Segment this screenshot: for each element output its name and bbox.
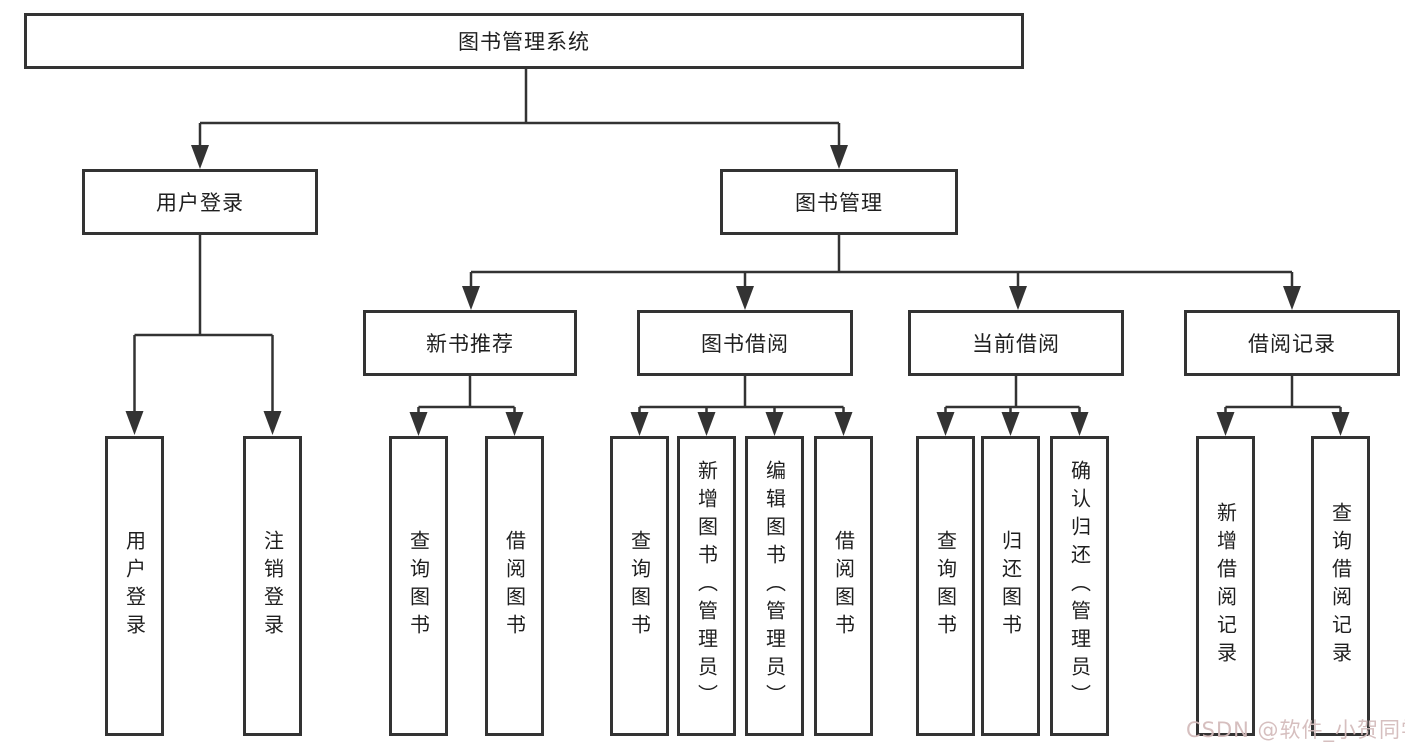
node-user-login: 用户登录 [82, 169, 318, 235]
leaf-user-login: 用户登录 [105, 436, 164, 736]
node-new-book-recommendation-label: 新书推荐 [426, 332, 514, 356]
leaf-borrowing-query-books: 查询图书 [610, 436, 669, 736]
leaf-logout-label: 注销登录 [260, 530, 285, 642]
leaf-logout: 注销登录 [243, 436, 302, 736]
leaf-return-books: 归还图书 [981, 436, 1040, 736]
node-book-borrowing-label: 图书借阅 [701, 332, 789, 356]
node-library-system: 图书管理系统 [24, 13, 1024, 69]
node-user-login-label: 用户登录 [156, 191, 244, 215]
leaf-recommend-borrow-books: 借阅图书 [485, 436, 544, 736]
leaf-add-borrow-record-label: 新增借阅记录 [1213, 502, 1238, 670]
leaf-query-borrow-record-label: 查询借阅记录 [1328, 502, 1353, 670]
leaf-recommend-borrow-books-label: 借阅图书 [502, 530, 527, 642]
node-borrowing-records: 借阅记录 [1184, 310, 1400, 376]
leaf-user-login-label: 用户登录 [122, 530, 147, 642]
leaf-borrowing-query-books-label: 查询图书 [627, 530, 652, 642]
leaf-query-borrow-record: 查询借阅记录 [1311, 436, 1370, 736]
leaf-current-query-books: 查询图书 [916, 436, 975, 736]
arrowheads [125, 145, 1350, 436]
leaf-confirm-return-admin: 确认归还（管理员） [1050, 436, 1109, 736]
node-book-management-label: 图书管理 [795, 191, 883, 215]
leaf-borrowing-borrow-books-label: 借阅图书 [831, 530, 856, 642]
leaf-current-query-books-label: 查询图书 [933, 530, 958, 642]
leaf-add-borrow-record: 新增借阅记录 [1196, 436, 1255, 736]
leaf-recommend-query-books: 查询图书 [389, 436, 448, 736]
connector-paths [133, 69, 1342, 416]
leaf-borrowing-borrow-books: 借阅图书 [814, 436, 873, 736]
leaf-edit-book-admin-label: 编辑图书（管理员） [762, 460, 787, 712]
node-new-book-recommendation: 新书推荐 [363, 310, 577, 376]
node-current-borrowing: 当前借阅 [908, 310, 1124, 376]
node-book-borrowing: 图书借阅 [637, 310, 853, 376]
leaf-add-book-admin: 新增图书（管理员） [677, 436, 736, 736]
leaf-confirm-return-admin-label: 确认归还（管理员） [1067, 460, 1092, 712]
node-current-borrowing-label: 当前借阅 [972, 332, 1060, 356]
leaf-recommend-query-books-label: 查询图书 [406, 530, 431, 642]
leaf-return-books-label: 归还图书 [998, 530, 1023, 642]
leaf-edit-book-admin: 编辑图书（管理员） [745, 436, 804, 736]
node-book-management: 图书管理 [720, 169, 958, 235]
csdn-watermark: CSDN @软件_小贺同学 [1186, 718, 1405, 742]
leaf-add-book-admin-label: 新增图书（管理员） [694, 460, 719, 712]
node-library-system-label: 图书管理系统 [458, 30, 590, 54]
node-borrowing-records-label: 借阅记录 [1248, 332, 1336, 356]
